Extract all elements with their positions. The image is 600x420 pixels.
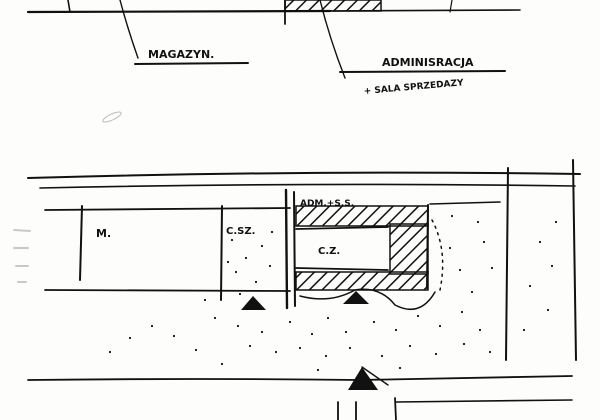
street-line-top (27, 171, 581, 179)
dotted-arc (431, 219, 444, 291)
label-m: M. (96, 227, 111, 240)
top-sketch: MAGAZYN. ADMINISRACJA + SALA SPRZEDAZY (26, 0, 521, 123)
building-top-wall-right (429, 201, 501, 205)
hatched-strip-right (389, 223, 429, 275)
curved-path (299, 288, 436, 311)
wall-m-left (79, 205, 83, 281)
label-sala-sprzedazy: + SALA SPRZEDAZY (363, 78, 464, 97)
lower-right-line (395, 399, 573, 403)
pencil-smudge (102, 111, 122, 123)
wall-adm-left-2 (293, 191, 296, 307)
admin-underline (339, 70, 506, 73)
wall-far-right (505, 167, 509, 361)
label-c-sz: C.SZ. (226, 226, 255, 237)
building-top-wall (44, 207, 291, 211)
admin-leader (319, 0, 346, 79)
entrance-triangle-middle (343, 291, 369, 304)
margin-marks (13, 229, 31, 283)
top-hatched-area (284, 0, 382, 12)
wall-edge-right (572, 159, 577, 361)
lower-stubs (337, 397, 397, 420)
magazyn-leader (119, 0, 139, 59)
top-tick (449, 0, 453, 13)
label-c-z: C.Z. (318, 246, 340, 257)
street-line-bottom (27, 375, 573, 381)
top-building-line (26, 9, 332, 14)
bottom-sketch: M. C.SZ. ADM.+S.S. C.Z. (13, 159, 581, 420)
label-magazyn: MAGAZYN. (148, 48, 214, 61)
wall-adm-left-1 (284, 188, 289, 310)
triangle-tail (361, 366, 389, 386)
entrance-triangle-bottom (348, 367, 378, 390)
label-administracja: ADMINISRACJA (382, 56, 474, 69)
stipple-dots (108, 214, 558, 372)
building-bottom-wall (44, 289, 291, 292)
entrance-triangle-left (241, 296, 266, 310)
hatched-strip-top (295, 205, 429, 227)
wall-csz-left (220, 205, 223, 301)
street-line-second (39, 183, 576, 189)
top-wall-left (67, 0, 71, 13)
cz-room-walls (295, 226, 389, 271)
magazyn-underline (134, 62, 249, 65)
label-adm-ss: ADM.+S.S. (300, 199, 354, 209)
